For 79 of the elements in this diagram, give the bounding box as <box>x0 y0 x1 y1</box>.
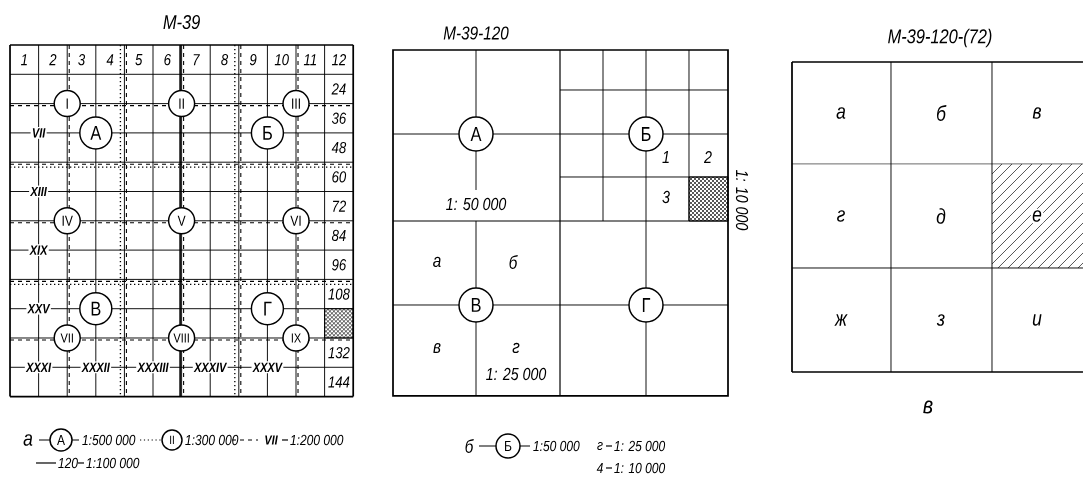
sheet-number: 144 <box>328 376 350 388</box>
scale-label: 1: 10 000 <box>614 462 666 474</box>
column-number: 11 <box>303 54 316 66</box>
sheet-number: 24 <box>331 83 346 95</box>
sheet-numeral: VII <box>30 127 47 139</box>
sheet-letter: г <box>512 342 520 354</box>
sheet-number: 2 <box>703 150 712 164</box>
cell-letter: ж <box>834 314 848 326</box>
scale-label: 1: 50 000 <box>446 197 507 211</box>
circled-letter: VIII <box>167 324 196 352</box>
scale-label: 1: 25 000 <box>614 440 666 452</box>
sheet-number: 1 <box>662 151 669 163</box>
sheet-letter: а <box>433 256 441 268</box>
circled-letter: Г <box>628 287 664 323</box>
sheet-number: 132 <box>328 347 350 359</box>
cell-letter: б <box>936 105 947 121</box>
sheet-numeral: VII <box>265 435 278 445</box>
circled-letter: А <box>79 116 113 150</box>
circled-letter: В <box>79 291 113 326</box>
column-number: 7 <box>193 54 200 66</box>
sheet-numeral: XIX <box>28 244 49 256</box>
column-number: 2 <box>49 54 57 66</box>
column-number: 10 <box>274 54 289 66</box>
cell-letter: а <box>836 107 846 119</box>
column-number: 8 <box>221 54 229 66</box>
circled-letter: Г <box>250 291 285 326</box>
sheet-number: 72 <box>332 200 346 212</box>
circled-letter: В <box>458 287 494 323</box>
sheet-letter: г <box>597 441 603 450</box>
circled-letter: Б <box>628 116 664 152</box>
circled-letter: III <box>282 89 310 118</box>
column-number: 4 <box>106 54 114 66</box>
scale-label: 1:100 000 <box>86 457 140 469</box>
sheet-numeral: XXXIII <box>136 361 170 374</box>
column-number: 6 <box>164 54 171 66</box>
panel-title: М-39-120-(72) <box>888 28 992 48</box>
scale-label: 1:200 000 <box>290 434 344 446</box>
panel-title: М-39 <box>163 14 200 30</box>
circled-letter: V <box>167 207 196 235</box>
circled-letter: VII <box>53 324 81 352</box>
sheet-number: 108 <box>328 288 350 300</box>
circled-letter: VI <box>282 207 310 235</box>
sheet-numeral: XIII <box>29 185 49 198</box>
sheet-numeral: XXXIV <box>192 361 228 374</box>
sheet-number: 60 <box>332 171 347 183</box>
scale-label: 1: 25 000 <box>486 367 547 381</box>
circled-letter: А <box>458 116 494 152</box>
sheet-number: 48 <box>331 141 347 154</box>
sheet-number: 3 <box>662 190 670 204</box>
column-number: 5 <box>135 54 143 66</box>
cell-letter: г <box>837 210 845 222</box>
cell-letter: з <box>936 314 945 326</box>
column-number: 12 <box>331 54 346 66</box>
sheet-number: 36 <box>331 112 347 124</box>
sheet-letter: б <box>509 255 518 269</box>
cell-letter: в <box>1032 107 1042 119</box>
sheet-numeral: XXXII <box>80 361 112 374</box>
column-number: 9 <box>249 54 257 66</box>
sheet-number: 84 <box>331 229 346 242</box>
circled-letter: Б <box>250 116 285 150</box>
panel-title: М-39-120 <box>443 26 509 40</box>
sheet-number: 4 <box>596 462 603 474</box>
sheet-numeral: XXXV <box>251 361 284 374</box>
column-number: 1 <box>21 54 27 66</box>
circled-letter: II <box>167 89 196 118</box>
sheet-letter: в <box>433 342 441 354</box>
circled-letter: IX <box>282 324 310 352</box>
panel-caption: в <box>923 400 933 414</box>
sheet-numeral: XXV <box>26 302 51 315</box>
cell-letter: е <box>1030 208 1044 224</box>
sheet-numeral: XXXI <box>24 361 53 374</box>
circled-letter: IV <box>53 207 81 235</box>
sheet-number: 96 <box>332 259 347 271</box>
cell-letter: д <box>936 208 946 224</box>
column-number: 3 <box>78 54 86 66</box>
cell-letter: и <box>1032 314 1042 326</box>
sheet-number: 120 <box>58 457 78 469</box>
scale-label: 1: 10 000 <box>735 170 749 231</box>
circled-letter: I <box>53 89 81 118</box>
